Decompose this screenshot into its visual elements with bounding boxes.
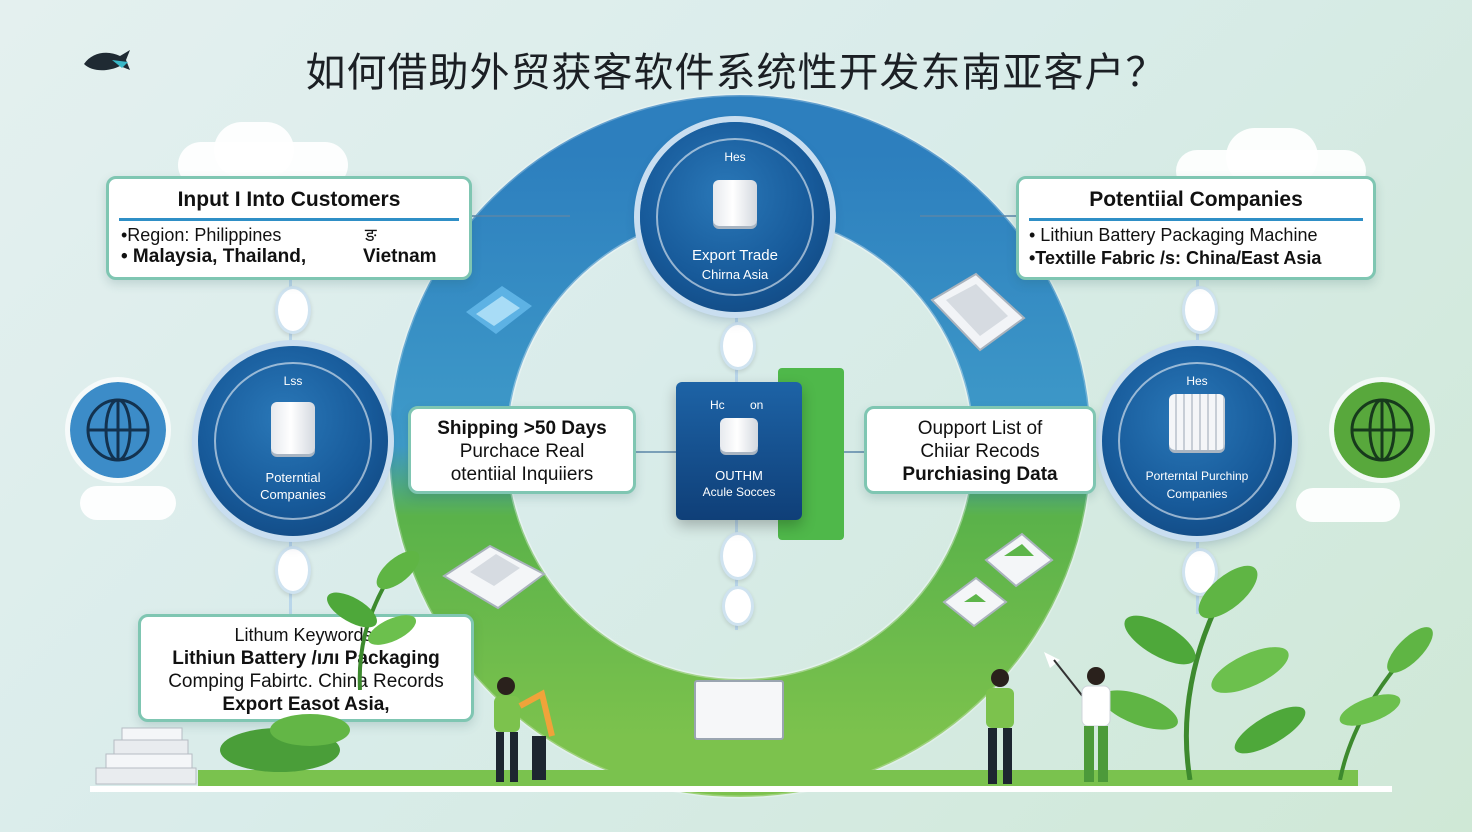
globe-icon	[70, 382, 166, 478]
center-output-box: Hc on OUTHM Acule Socces	[676, 382, 802, 520]
connector-bubble	[720, 322, 756, 370]
connector-bubble	[1182, 548, 1218, 596]
logo-icon	[84, 50, 130, 71]
document-icon	[442, 544, 546, 610]
document-icon	[694, 680, 784, 740]
cloud-icon	[214, 122, 294, 178]
leaf-icon	[1338, 627, 1433, 780]
document-icon	[466, 286, 532, 334]
connector-bubble	[720, 532, 756, 580]
node-export-trade: Hes Export Trade Chirna Asia	[640, 122, 830, 312]
server-icon	[720, 418, 758, 452]
card-input-customers: Input I Into Customers •Region: Philippi…	[106, 176, 472, 280]
server-icon	[713, 180, 757, 226]
person-icon	[986, 669, 1014, 784]
person-icon	[494, 677, 555, 782]
leaf-icon	[220, 714, 350, 772]
cloud-icon	[1296, 488, 1400, 522]
connector-bubble	[275, 286, 311, 334]
connector-bubble	[1182, 286, 1218, 334]
node-potential-companies-right: Hes Porterntal Purchinp Companies	[1102, 346, 1292, 536]
connector-bubble	[722, 586, 754, 626]
card-output-list: Oupport List of Chiiar Recods Purchiasin…	[864, 406, 1096, 494]
document-icon	[984, 532, 1054, 588]
paper-stack-icon	[95, 727, 197, 785]
leaf-icon	[1102, 565, 1306, 780]
server-icon	[1169, 394, 1225, 450]
document-icon	[942, 576, 1008, 628]
node-potential-companies-left: Lss Poterntial Companies	[198, 346, 388, 536]
server-icon	[271, 402, 315, 454]
document-icon	[930, 272, 1026, 352]
cloud-icon	[80, 486, 176, 520]
connector-bubble	[275, 546, 311, 594]
card-shipping: Shipping >50 Days Purchace Real otentiia…	[408, 406, 636, 494]
person-icon	[1044, 652, 1111, 782]
globe-icon	[1334, 382, 1430, 478]
card-potential-companies: Potentiial Companies • Lithiun Battery P…	[1016, 176, 1376, 280]
ground-line	[90, 786, 1392, 792]
leaf-icon	[327, 550, 420, 690]
page-title: 如何借助外贸获客软件系统性开发东南亚客户？	[305, 50, 1167, 96]
